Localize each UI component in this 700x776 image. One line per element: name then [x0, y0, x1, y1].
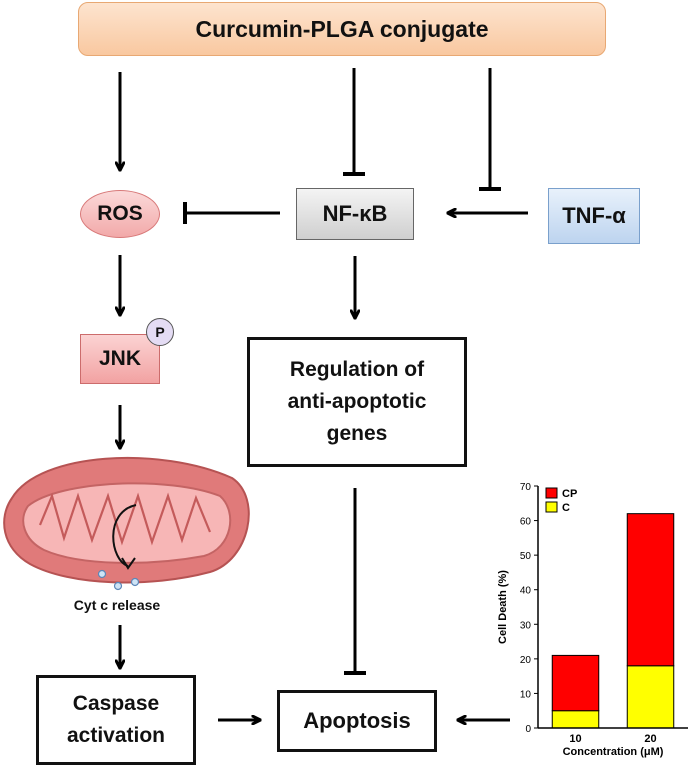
cyt-c-particles — [97, 569, 140, 591]
regulation-line-3: genes — [326, 422, 388, 445]
y-tick-label-40: 40 — [520, 586, 532, 597]
y-tick-label-60: 60 — [520, 517, 532, 528]
inhibit-top-to-nfkb — [343, 68, 365, 176]
jnk-label: JNK — [98, 347, 141, 370]
regulation-line-1: Regulation of — [289, 358, 425, 381]
x-axis-label: Concentration (μM) — [563, 746, 664, 758]
nfkb-node: NF-κB — [296, 188, 414, 240]
regulation-node: Regulation of anti-apoptotic genes — [247, 337, 467, 467]
jnk-node: JNK — [80, 334, 160, 384]
legend-swatch-c — [545, 501, 558, 513]
ros-node: ROS — [80, 190, 160, 238]
y-tick-label-30: 30 — [520, 620, 532, 631]
y-tick-label-20: 20 — [520, 655, 532, 666]
bar-c-20 — [626, 665, 675, 729]
cyt-c-release-text: Cyt c release — [73, 597, 161, 613]
y-axis-label: Cell Death (%) — [497, 570, 509, 644]
inhibit-nfkb-to-ros — [183, 202, 280, 224]
curcumin-plga-label: Curcumin-PLGA conjugate — [195, 15, 489, 42]
y-tick-label-0: 0 — [525, 724, 531, 735]
y-tick-label-70: 70 — [520, 482, 532, 493]
legend-label-cp: CP — [562, 488, 577, 500]
caspase-line-1: Caspase — [72, 692, 160, 715]
tnf-alpha-node: TNF-α — [548, 188, 640, 244]
regulation-line-2: anti-apoptotic — [287, 390, 427, 413]
cyt-c-release-label: Cyt c release — [22, 595, 212, 615]
caspase-node: Caspase activation — [36, 675, 196, 765]
phosphorylation-label: P — [155, 324, 165, 340]
x-tick-label-10: 10 — [569, 733, 581, 745]
inhibit-regulation-to-apoptosis — [344, 488, 366, 675]
y-tick-label-50: 50 — [520, 551, 532, 562]
bar-c-10 — [551, 710, 600, 729]
nfkb-label: NF-κB — [322, 201, 388, 226]
bar-cp-10 — [551, 654, 600, 712]
legend-label-c: C — [562, 502, 570, 514]
caspase-line-2: activation — [66, 724, 166, 747]
apoptosis-label: Apoptosis — [303, 708, 411, 733]
curcumin-plga-node: Curcumin-PLGA conjugate — [78, 2, 606, 56]
mitochondrion-icon — [3, 456, 250, 584]
inhibit-top-to-tnf — [479, 68, 501, 191]
tnf-alpha-label: TNF-α — [562, 203, 626, 228]
ros-label: ROS — [97, 202, 143, 225]
x-tick-label-20: 20 — [644, 733, 656, 745]
apoptosis-node: Apoptosis — [277, 690, 437, 752]
bar-cp-20 — [626, 513, 675, 667]
legend-swatch-cp — [545, 487, 558, 499]
phosphorylation-badge: P — [146, 318, 174, 346]
y-tick-label-10: 10 — [520, 689, 532, 700]
